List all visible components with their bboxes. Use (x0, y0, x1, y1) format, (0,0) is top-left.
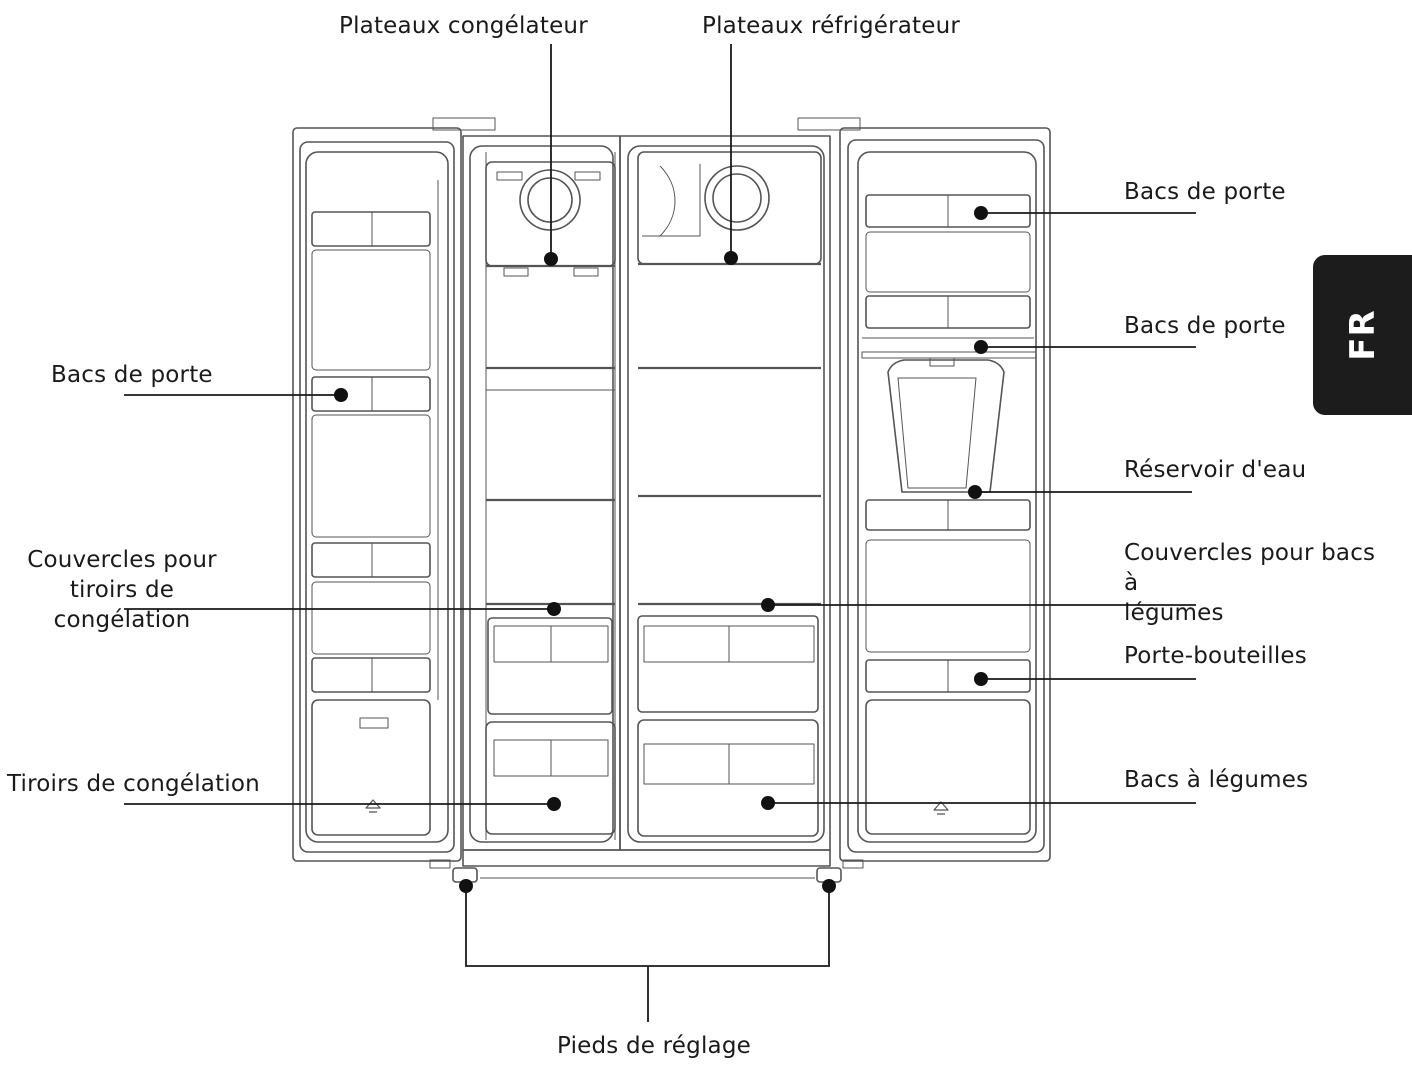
freezer-door (292, 117, 496, 862)
dot-bacs-porte-top-right (974, 206, 988, 220)
fridge-door (797, 117, 1051, 862)
language-tab: FR (1313, 255, 1412, 415)
dot-pied-left (459, 879, 473, 893)
dot-pied-right (822, 879, 836, 893)
leader-pieds-bracket (465, 886, 830, 967)
label-bacs-de-porte-left: Bacs de porte (51, 362, 213, 388)
label-porte-bouteilles: Porte-bouteilles (1124, 643, 1307, 669)
label-plateaux-congelateur: Plateaux congélateur (339, 13, 588, 39)
label-couvercles-bacs: Couvercles pour bacs à légumes (1124, 538, 1394, 628)
callout-dots (334, 206, 988, 893)
label-couvercles-tiroirs: Couvercles pour tiroirs de congélation (6, 545, 238, 635)
label-couvercles-tiroirs-line-1: Couvercles pour (27, 547, 217, 573)
language-tab-text: FR (1342, 309, 1383, 361)
dot-plateaux-congelateur (544, 252, 558, 266)
fridge-drawing (292, 117, 1051, 883)
label-couvercles-tiroirs-line-2: tiroirs de congélation (53, 577, 191, 633)
dot-reservoir (968, 485, 982, 499)
label-bacs-de-porte-top-right: Bacs de porte (1124, 179, 1286, 205)
dot-couvercles-tiroirs (547, 602, 561, 616)
dot-bacs-porte-left (334, 388, 348, 402)
dot-tiroirs-congelation (547, 797, 561, 811)
label-couvercles-bacs-line-1: Couvercles pour bacs à (1124, 540, 1376, 596)
fridge-cabinet (619, 135, 831, 851)
freezer-cabinet (462, 135, 621, 851)
label-pieds-reglage: Pieds de réglage (557, 1033, 751, 1059)
label-reservoir-eau: Réservoir d'eau (1124, 457, 1307, 483)
dot-plateaux-refrigerateur (724, 251, 738, 265)
dot-porte-bouteilles (974, 672, 988, 686)
label-bacs-de-porte-mid-right: Bacs de porte (1124, 313, 1286, 339)
label-tiroirs-congelation: Tiroirs de congélation (7, 771, 260, 797)
label-couvercles-bacs-line-2: légumes (1124, 600, 1224, 626)
fridge-base (429, 849, 864, 883)
dot-bacs-legumes (761, 796, 775, 810)
label-plateaux-refrigerateur: Plateaux réfrigérateur (702, 13, 961, 39)
dot-bacs-porte-mid-right (974, 340, 988, 354)
dot-couvercles-bacs (761, 598, 775, 612)
leader-lines (124, 44, 1196, 1022)
label-bacs-legumes: Bacs à légumes (1124, 767, 1309, 793)
